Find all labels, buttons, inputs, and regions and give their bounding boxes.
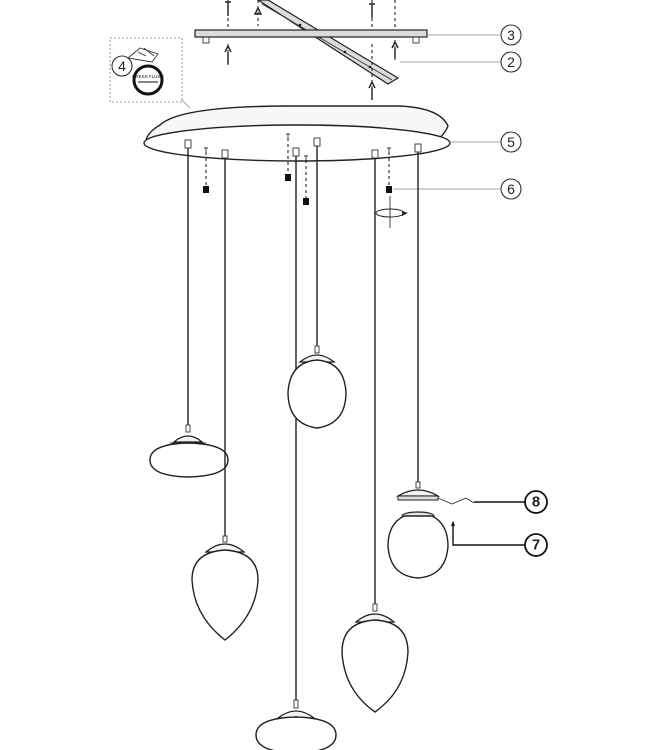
pendant-globe-exploded: 8 7 — [387, 143, 548, 579]
pendant-egg-right — [341, 149, 409, 713]
rotate-arrow-icon — [375, 196, 408, 228]
callout-6-label: 6 — [507, 181, 515, 197]
pendants: 8 7 — [149, 137, 548, 750]
callout-4-circle — [111, 55, 133, 77]
callout-8-circle — [524, 490, 548, 514]
pendant-globe-center — [287, 137, 347, 429]
callout-7-label: 7 — [532, 537, 540, 554]
canopy-plate: 5 — [143, 105, 522, 162]
callout-7-circle — [524, 533, 548, 557]
callout-5-label: 5 — [507, 134, 515, 150]
callout-4-label: 4 — [118, 58, 126, 74]
bottom-screws — [224, 40, 399, 100]
callout-6-circle — [500, 178, 522, 200]
callout-8-label: 8 — [532, 494, 540, 511]
top-screws — [225, 0, 396, 30]
detail-label: PRESS FLUSH — [132, 74, 163, 79]
pendant-saucer-left — [149, 139, 229, 478]
callout-7-leader — [452, 522, 525, 546]
callout-3-label: 3 — [507, 27, 515, 43]
callout-3-circle — [500, 24, 522, 46]
detail-inset: PRESS FLUSH 4 — [109, 37, 191, 109]
pendant-saucer-bottom — [255, 147, 337, 750]
callout-5-circle — [500, 131, 522, 153]
callout-2-circle — [500, 51, 522, 73]
mounting-bracket-assembly: 3 2 — [194, 0, 522, 100]
cord-grips: 6 — [203, 133, 522, 228]
pendant-egg-left — [191, 149, 259, 641]
callout-2-label: 2 — [507, 54, 515, 70]
mounting-plate — [194, 29, 428, 44]
cross-rail — [256, 0, 400, 85]
